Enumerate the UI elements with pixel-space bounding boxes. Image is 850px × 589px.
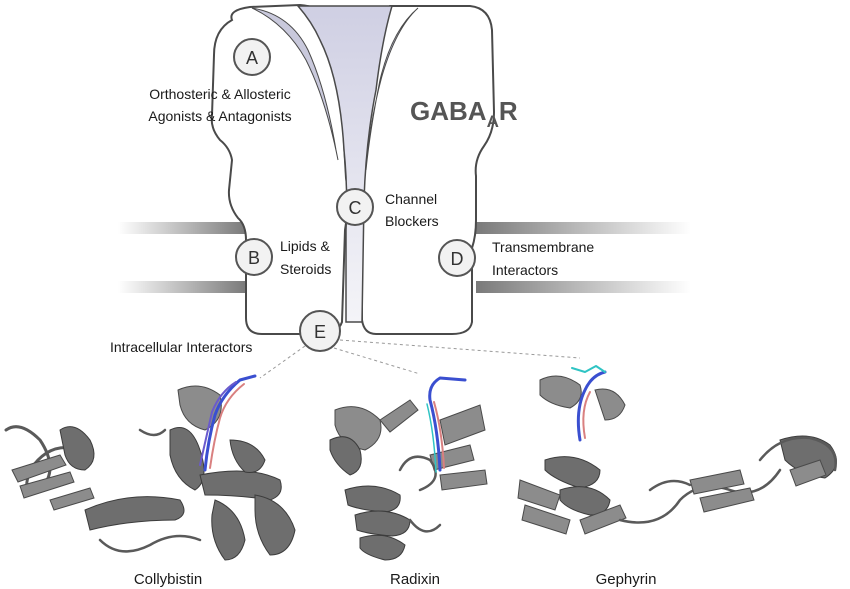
site-a: A Orthosteric & Allosteric Agonists & An… (148, 38, 292, 124)
site-b-circle (235, 238, 273, 276)
site-e: E Intracellular Interactors (110, 310, 341, 355)
radixin-structure (329, 376, 488, 561)
channel-vestibule-left (251, 7, 339, 161)
site-d-letter: D (451, 249, 464, 269)
connector-collybistin (259, 345, 306, 379)
site-e-letter: E (314, 322, 326, 342)
protein-label-radixin: Radixin (390, 571, 440, 588)
membrane (118, 222, 691, 293)
site-a-circle (233, 38, 271, 76)
site-b: B Lipids & Steroids (235, 238, 331, 277)
site-b-label-line-2: Steroids (280, 261, 331, 277)
site-e-label-line-1: Intracellular Interactors (110, 339, 252, 355)
connector-radixin (333, 347, 421, 375)
gephyrin-structure (517, 365, 837, 535)
collybistin-structure (4, 374, 296, 561)
protein-label-collybistin: Collybistin (134, 571, 202, 588)
site-d-label-line-2: Interactors (492, 262, 558, 278)
site-c: C Channel Blockers (336, 188, 439, 229)
site-b-label-line-1: Lipids & (280, 238, 330, 254)
connector-gephyrin (339, 339, 581, 359)
site-e-circle (299, 310, 341, 352)
site-d: D Transmembrane Interactors (438, 239, 594, 278)
site-c-letter: C (349, 198, 362, 218)
site-d-circle (438, 239, 476, 277)
receptor-name: GABAAR (410, 96, 518, 131)
connector-lines (259, 339, 581, 379)
membrane-outer-left (118, 222, 246, 234)
membrane-inner-left (118, 281, 246, 293)
site-b-letter: B (248, 248, 260, 268)
site-a-label-line-1: Orthosteric & Allosteric (149, 86, 291, 102)
site-d-label-line-1: Transmembrane (492, 239, 594, 255)
site-c-label-line-2: Blockers (385, 213, 439, 229)
protein-label-gephyrin: Gephyrin (596, 571, 657, 588)
site-c-label-line-1: Channel (385, 191, 437, 207)
membrane-outer-right (476, 222, 691, 234)
receptor-right-subunit (361, 5, 496, 335)
site-a-label-line-2: Agonists & Antagonists (148, 108, 291, 124)
site-c-circle (336, 188, 374, 226)
membrane-inner-right (476, 281, 691, 293)
channel-vestibule-right (365, 7, 419, 171)
site-a-letter: A (246, 48, 258, 68)
